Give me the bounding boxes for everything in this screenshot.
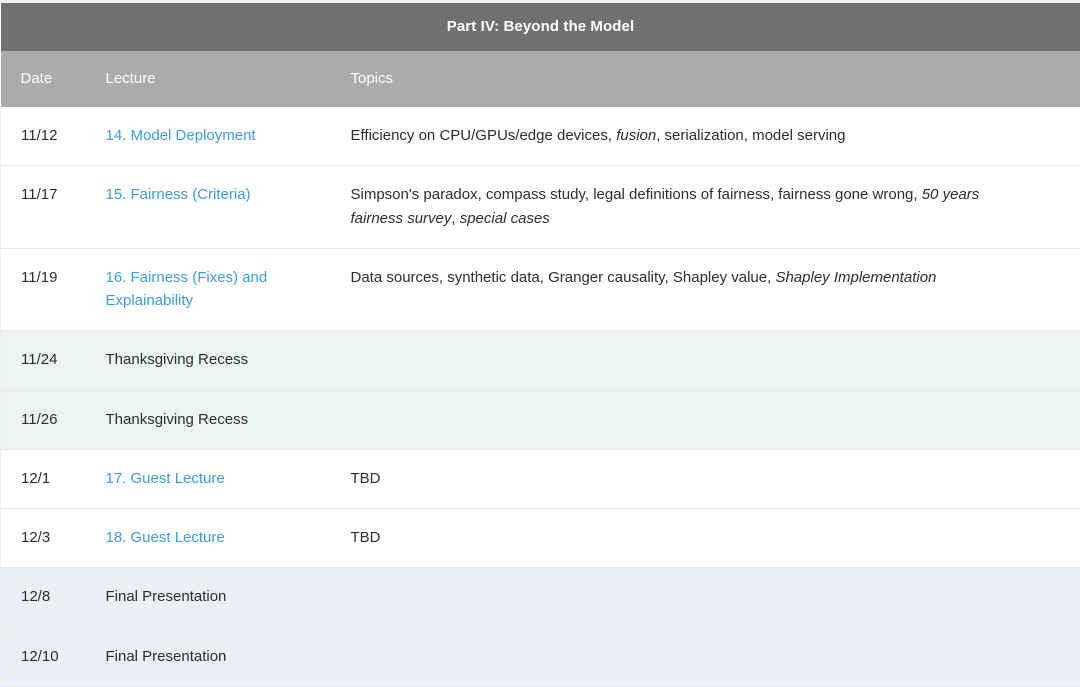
cell-date: 12/1	[1, 449, 106, 508]
column-header-topics: Topics	[351, 51, 1080, 107]
lecture-link[interactable]: 17. Guest Lecture	[106, 470, 225, 487]
cell-date: 11/26	[1, 390, 106, 449]
cell-topics	[351, 390, 1080, 449]
cell-topics: Efficiency on CPU/GPUs/edge devices, fus…	[351, 107, 1080, 166]
cell-lecture: 16. Fairness (Fixes) and Explainability	[106, 248, 351, 331]
cell-lecture: Final Presentation	[106, 568, 351, 627]
column-header-lecture: Lecture	[106, 51, 351, 107]
cell-date: 11/19	[1, 248, 106, 331]
cell-topics: TBD	[351, 509, 1080, 568]
column-header-date: Date	[1, 51, 106, 107]
part-banner-title: Part IV: Beyond the Model	[1, 3, 1080, 51]
lecture-link[interactable]: 16. Fairness (Fixes) and Explainability	[106, 269, 268, 309]
lecture-label: Thanksgiving Recess	[106, 351, 249, 368]
cell-lecture: 17. Guest Lecture	[106, 449, 351, 508]
course-schedule-table: Part IV: Beyond the Model Date Lecture T…	[0, 3, 1080, 687]
cell-topics	[351, 568, 1080, 627]
lecture-label: Final Presentation	[106, 588, 227, 605]
cell-lecture: 15. Fairness (Criteria)	[106, 166, 351, 249]
cell-date: 12/10	[1, 627, 106, 686]
lecture-label: Thanksgiving Recess	[106, 411, 249, 428]
lecture-link[interactable]: 15. Fairness (Criteria)	[106, 186, 251, 203]
cell-date: 11/17	[1, 166, 106, 249]
cell-lecture: Thanksgiving Recess	[106, 331, 351, 390]
cell-date: 11/12	[1, 107, 106, 166]
column-header-row: Date Lecture Topics	[1, 51, 1080, 107]
cell-date: 12/8	[1, 568, 106, 627]
cell-lecture: 14. Model Deployment	[106, 107, 351, 166]
cell-topics: TBD	[351, 449, 1080, 508]
cell-topics	[351, 627, 1080, 686]
cell-date: 11/24	[1, 331, 106, 390]
lecture-link[interactable]: 18. Guest Lecture	[106, 529, 225, 546]
cell-topics	[351, 331, 1080, 390]
lecture-label: Final Presentation	[106, 648, 227, 665]
cell-lecture: Thanksgiving Recess	[106, 390, 351, 449]
cell-date: 12/3	[1, 509, 106, 568]
cell-lecture: Final Presentation	[106, 627, 351, 686]
part-banner-row: Part IV: Beyond the Model	[1, 3, 1080, 51]
lecture-link[interactable]: 14. Model Deployment	[106, 127, 256, 144]
cell-topics: Simpson's paradox, compass study, legal …	[351, 166, 1080, 249]
cell-lecture: 18. Guest Lecture	[106, 509, 351, 568]
table-head: Part IV: Beyond the Model Date Lecture T…	[1, 3, 1080, 107]
cell-topics: Data sources, synthetic data, Granger ca…	[351, 248, 1080, 331]
